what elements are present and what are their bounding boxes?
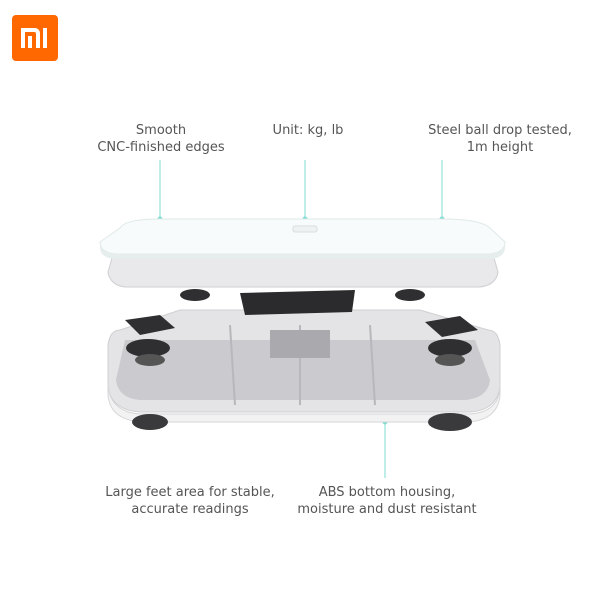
callout-drop-test: Steel ball drop tested, 1m height	[428, 122, 572, 156]
load-sensors	[125, 289, 478, 366]
callout-text: 1m height	[466, 140, 534, 155]
callout-text: Steel ball drop tested,	[428, 123, 572, 138]
callout-unit: Unit: kg, lb	[273, 122, 344, 139]
callout-text: Smooth	[135, 123, 187, 138]
display-window	[292, 225, 318, 233]
callout-text: Unit: kg, lb	[272, 123, 344, 138]
callout-text: ABS bottom housing,	[318, 485, 456, 500]
mi-logo-mark-icon	[21, 28, 47, 48]
callout-text: Large feet area for stable,	[105, 485, 275, 500]
foot-right	[428, 413, 472, 431]
bottom-housing	[107, 309, 501, 423]
glass-top-plate	[99, 218, 506, 255]
callout-text: accurate readings	[131, 502, 249, 517]
callout-feet: Large feet area for stable, accurate read…	[105, 484, 274, 518]
callout-text: CNC-finished edges	[97, 140, 225, 155]
callout-text: moisture and dust resistant	[297, 502, 477, 517]
mi-logo	[12, 15, 58, 61]
callout-housing: ABS bottom housing, moisture and dust res…	[297, 484, 476, 518]
circuit-board	[240, 290, 355, 315]
foot-left	[132, 414, 168, 430]
middle-plate	[107, 257, 499, 288]
